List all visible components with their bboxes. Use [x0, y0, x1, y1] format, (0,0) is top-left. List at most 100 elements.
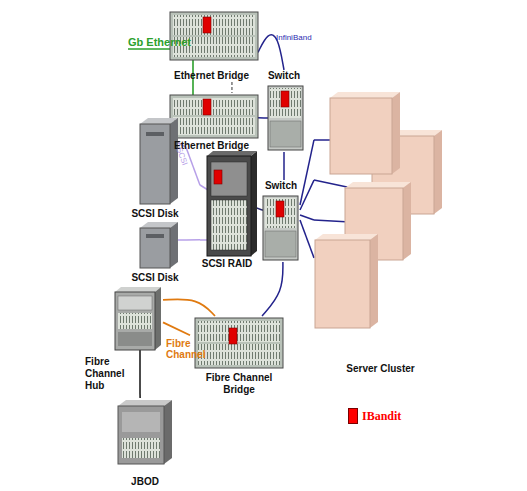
ibandit-mark: [276, 201, 284, 217]
tower-vent: [146, 132, 164, 136]
connector: [300, 215, 314, 220]
box-front: [118, 406, 164, 464]
front-panel: [118, 332, 152, 346]
connector: [258, 117, 264, 119]
node-label: SCSI Disk: [124, 272, 186, 284]
card-slots: [173, 98, 255, 115]
tower-side: [170, 118, 178, 204]
tower-side: [392, 92, 400, 174]
legend-label: IBandit: [362, 409, 401, 424]
box-top: [118, 400, 172, 406]
node-label: SCSI RAID: [200, 258, 254, 270]
tower-side: [434, 130, 442, 214]
chassis-body: [268, 86, 303, 150]
bridge-chassis: [170, 95, 258, 138]
cabinet-top: [207, 151, 257, 156]
cabinet-front: [115, 292, 155, 350]
hub-node: Fibre Channel Hub: [85, 288, 163, 392]
chassis-body: [195, 318, 283, 368]
tower-top: [315, 234, 378, 240]
connector: [283, 152, 285, 180]
front-panel: [118, 296, 152, 310]
tower-front: [315, 240, 370, 328]
chassis-body: [170, 95, 258, 138]
tower-vent: [146, 234, 164, 238]
node-label: Fibre Channel Bridge: [190, 372, 288, 396]
node-caption: Fibre Channel Hub: [85, 356, 130, 392]
node-caption: Fibre Channel Bridge: [190, 372, 288, 396]
switch-node: Switch: [262, 180, 300, 262]
card-slots: [198, 321, 280, 342]
ibandit-mark: [214, 170, 222, 184]
port-panel: [265, 231, 296, 257]
connector: [163, 322, 190, 335]
node-caption: Switch: [264, 70, 304, 82]
cluster-node: Server Cluster: [314, 90, 447, 375]
front-panel: [122, 412, 160, 432]
jbod-node: JBOD: [110, 398, 180, 488]
node-caption: SCSI RAID: [200, 258, 254, 270]
connector: [186, 239, 200, 241]
ibandit-mark: [203, 17, 211, 33]
node-caption: Switch: [262, 180, 300, 192]
node-label: JBOD: [110, 476, 180, 488]
tower-side: [370, 234, 378, 328]
jbod-wire: [139, 350, 141, 392]
card-slots: [173, 15, 255, 35]
tower-side: [170, 222, 178, 268]
tower-top: [330, 92, 400, 98]
server-tower: [330, 92, 400, 174]
ibandit-mark: [229, 328, 237, 344]
cabinet-front: [207, 156, 251, 256]
link-label: Gb Ethernet: [128, 36, 203, 48]
chassis-body: [263, 196, 298, 260]
switch-node: Switch: [264, 70, 304, 152]
tower-front: [140, 228, 170, 268]
node-caption: SCSI Disk: [124, 208, 186, 220]
node-caption: Ethernet Bridge: [165, 70, 258, 82]
switch-chassis: [268, 86, 303, 150]
jbod-box: [118, 400, 172, 464]
ibandit-mark: [281, 91, 289, 107]
connector: [231, 82, 232, 93]
link-label: Fibre Channel: [166, 338, 206, 360]
disk-tower: [140, 118, 178, 204]
box-side: [164, 400, 172, 464]
node-label: Switch: [262, 180, 300, 192]
node-caption: Server Cluster: [314, 363, 447, 375]
connector: [300, 220, 314, 258]
port-panel: [270, 121, 301, 147]
disk-node: SCSI Disk: [124, 116, 186, 220]
link-label: InfiniBand: [276, 33, 324, 42]
node-caption: JBOD: [110, 476, 180, 488]
switch-chassis: [263, 196, 298, 260]
tower-side: [403, 182, 411, 260]
node-caption: SCSI Disk: [124, 272, 186, 284]
legend-swatch: [348, 408, 358, 424]
connector: [262, 262, 283, 316]
disk-tower: [140, 222, 178, 268]
disk-node: SCSI Disk: [124, 222, 186, 284]
bridge-chassis: [195, 318, 283, 368]
tower-top: [345, 182, 411, 188]
raid-node: SCSI RAID: [200, 154, 254, 270]
node-label: Server Cluster: [314, 363, 447, 375]
connector: [139, 392, 141, 398]
cabinet-top: [115, 287, 161, 292]
card-slots: [118, 313, 152, 329]
card-slots: [270, 88, 301, 118]
drive-bay: [211, 162, 247, 196]
drive-bay: [122, 438, 160, 458]
ibandit-mark: [203, 99, 211, 115]
hub-cabinet: [115, 287, 161, 350]
cabinet-side: [155, 287, 161, 350]
tower-front: [140, 124, 170, 204]
card-slots: [198, 344, 280, 365]
tower-front: [330, 98, 392, 174]
node-label: Ethernet Bridge: [165, 70, 258, 82]
cabinet-side: [251, 151, 257, 256]
raid-cabinet: [207, 151, 257, 256]
